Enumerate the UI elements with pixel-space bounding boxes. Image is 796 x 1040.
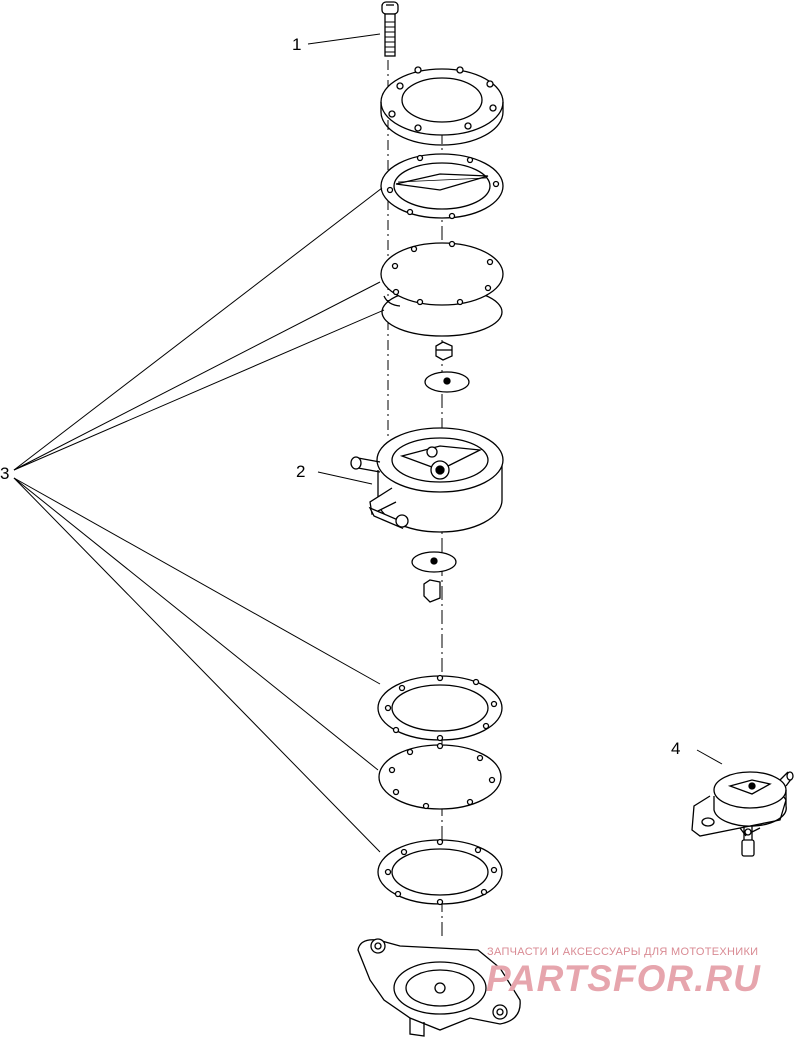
lower-gasket-1: [377, 674, 503, 742]
top-cover: [380, 66, 504, 146]
bottom-base: [357, 938, 521, 1037]
screw: [381, 1, 399, 57]
leader-lines: [13, 33, 723, 853]
watermark-logo: PARTSFOR.RU: [486, 958, 761, 999]
callout-1: 1: [292, 35, 302, 54]
lower-check-valve: [411, 551, 457, 603]
callout-3: 3: [0, 464, 10, 483]
lower-gasket-2: [377, 838, 503, 906]
callout-4: 4: [671, 739, 681, 758]
assembled-fuel-pump: [691, 771, 794, 857]
watermark-tagline: ЗАПЧАСТИ И АКСЕССУАРЫ ДЛЯ МОТОТЕХНИКИ: [487, 946, 759, 958]
pump-body: [350, 427, 504, 533]
upper-check-valve: [424, 341, 470, 393]
callout-2: 2: [296, 462, 306, 481]
upper-diaphragm: [380, 240, 504, 337]
lower-diaphragm: [378, 742, 502, 810]
gasket-with-flap: [380, 153, 504, 220]
